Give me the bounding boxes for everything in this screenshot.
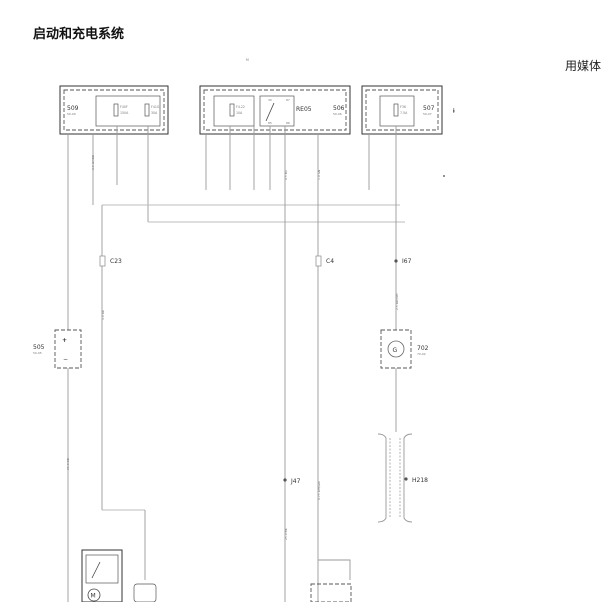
fuse-box-509-inner [63,89,165,131]
harness-h218: H218 [377,433,428,523]
relay-pin-87: 87 [286,98,290,102]
wire-label-4: 0.5 BU [284,170,288,180]
motor-symbol-m: M [91,593,96,600]
wire-label-8: 25.0 BK [284,527,288,540]
generator-702-sub: 70-02 [417,352,426,356]
fuse-f40f-rating: 150A [120,111,129,115]
fuse-box-506-id: 506 [333,105,345,112]
relay-pin-86: 86 [286,121,290,125]
connector-c23-label: C23 [110,258,122,265]
fuse-box-507-frame [361,85,443,135]
wire-label-5: 1.0 GN [317,170,321,180]
mark-dot-lower [443,175,445,177]
harness-bracket-left [377,433,387,523]
connector-c4: C4 [315,255,334,267]
fuse-box-507-inner [365,89,439,131]
fuse-symbol-f422 [229,103,235,117]
generator-702-frame [380,329,412,369]
connector-i67-label: I67 [402,258,412,265]
connector-c4-body [315,255,322,267]
junction-j47-dot [283,478,287,482]
relay-re05-id: RE05 [296,106,312,113]
page-title: 启动和充电系统 [33,26,124,42]
wire-label-3: 4.0 RD [101,309,105,320]
generator-symbol-circle [387,340,405,358]
fuse-f40f-id: F40F [120,105,128,109]
connector-c4-label: C4 [326,258,334,265]
fuse-box-509-frame [59,85,169,135]
connector-i67-dot [394,259,398,263]
starter-module: M [81,509,157,602]
side-note: 用媒体 [565,59,601,73]
starter-module-frame [81,549,123,602]
fuse-f36-id: F36 [400,105,406,109]
fuse-symbol-f40f [113,103,119,117]
wire-label-6: 2.5 RD/WH [395,294,399,310]
connector-i67: I67 [394,258,412,265]
relay-pin-30: 30 [268,98,272,102]
generator-702: G 702 70-02 [380,329,429,369]
harness-h218-dot [404,477,408,481]
fuse-box-507-id: 507 [423,105,435,112]
relay-re05-switch [265,102,275,122]
generator-702-id: 702 [417,345,429,352]
fuse-f422-id: F4.22 [236,105,245,109]
battery-505-sub: 50-05 [33,351,42,355]
battery-505-id: 505 [33,344,45,351]
relay-re05-box [259,95,295,127]
wire-bottom-connector [318,559,351,580]
fuse-box-506-inner [203,89,347,131]
starter-solenoid [133,583,157,602]
fuse-symbol-f41g [144,103,150,117]
battery-plus-sign: + [62,337,67,344]
fuse-box-506-sub: 50-06 [333,112,342,116]
generator-symbol-g: G [393,347,398,354]
fuse-box-509-sub: 50-09 [67,112,76,116]
top-marker-label: M [246,58,249,62]
fuse-f41g-id: F41G [151,105,160,109]
fuse-box-507: F36 7.5A 507 50-07 [361,85,443,135]
harness-bracket-right [403,433,413,523]
wire-label-7: 0.75 WH/GN [317,482,321,500]
fuse-f422-rating: 10A [236,111,243,115]
junction-j47: J47 [283,478,301,485]
harness-h218-label: H218 [412,477,428,484]
connector-c23: C23 [99,255,122,267]
bottom-connector [310,559,352,602]
fuse-box-509-id: 509 [67,105,79,112]
battery-minus-sign: − [63,356,68,363]
fuse-f36-rating: 7.5A [400,111,408,115]
fuse-box-506-frame [199,85,351,135]
starter-relay-box [85,554,119,584]
relay-pin-85: 85 [268,121,272,125]
connector-c23-body [99,255,106,267]
motor-symbol-circle [87,588,101,602]
fuse-symbol-f36 [393,103,399,117]
fuse-f41g-rating: 30A [151,111,158,115]
wire-label-1: 0.5 GY/RD [91,154,95,170]
fuse-box-507-sub: 50-07 [423,112,432,116]
fuse-box-509: 509 50-09 F40F 150A F41G 30A [59,85,169,135]
wire-label-2: 25.0 RD [66,457,70,470]
bottom-connector-frame [310,583,352,602]
starter-relay-switch [91,561,101,579]
battery-505-frame [54,329,82,369]
fuse-box-506: F4.22 10A RE05 30 87 85 86 506 50-06 [199,85,351,135]
junction-j47-label: J47 [290,478,301,485]
ground-mark-upper: ⱡ [453,108,455,115]
battery-505: + − 505 50-05 [33,329,82,369]
